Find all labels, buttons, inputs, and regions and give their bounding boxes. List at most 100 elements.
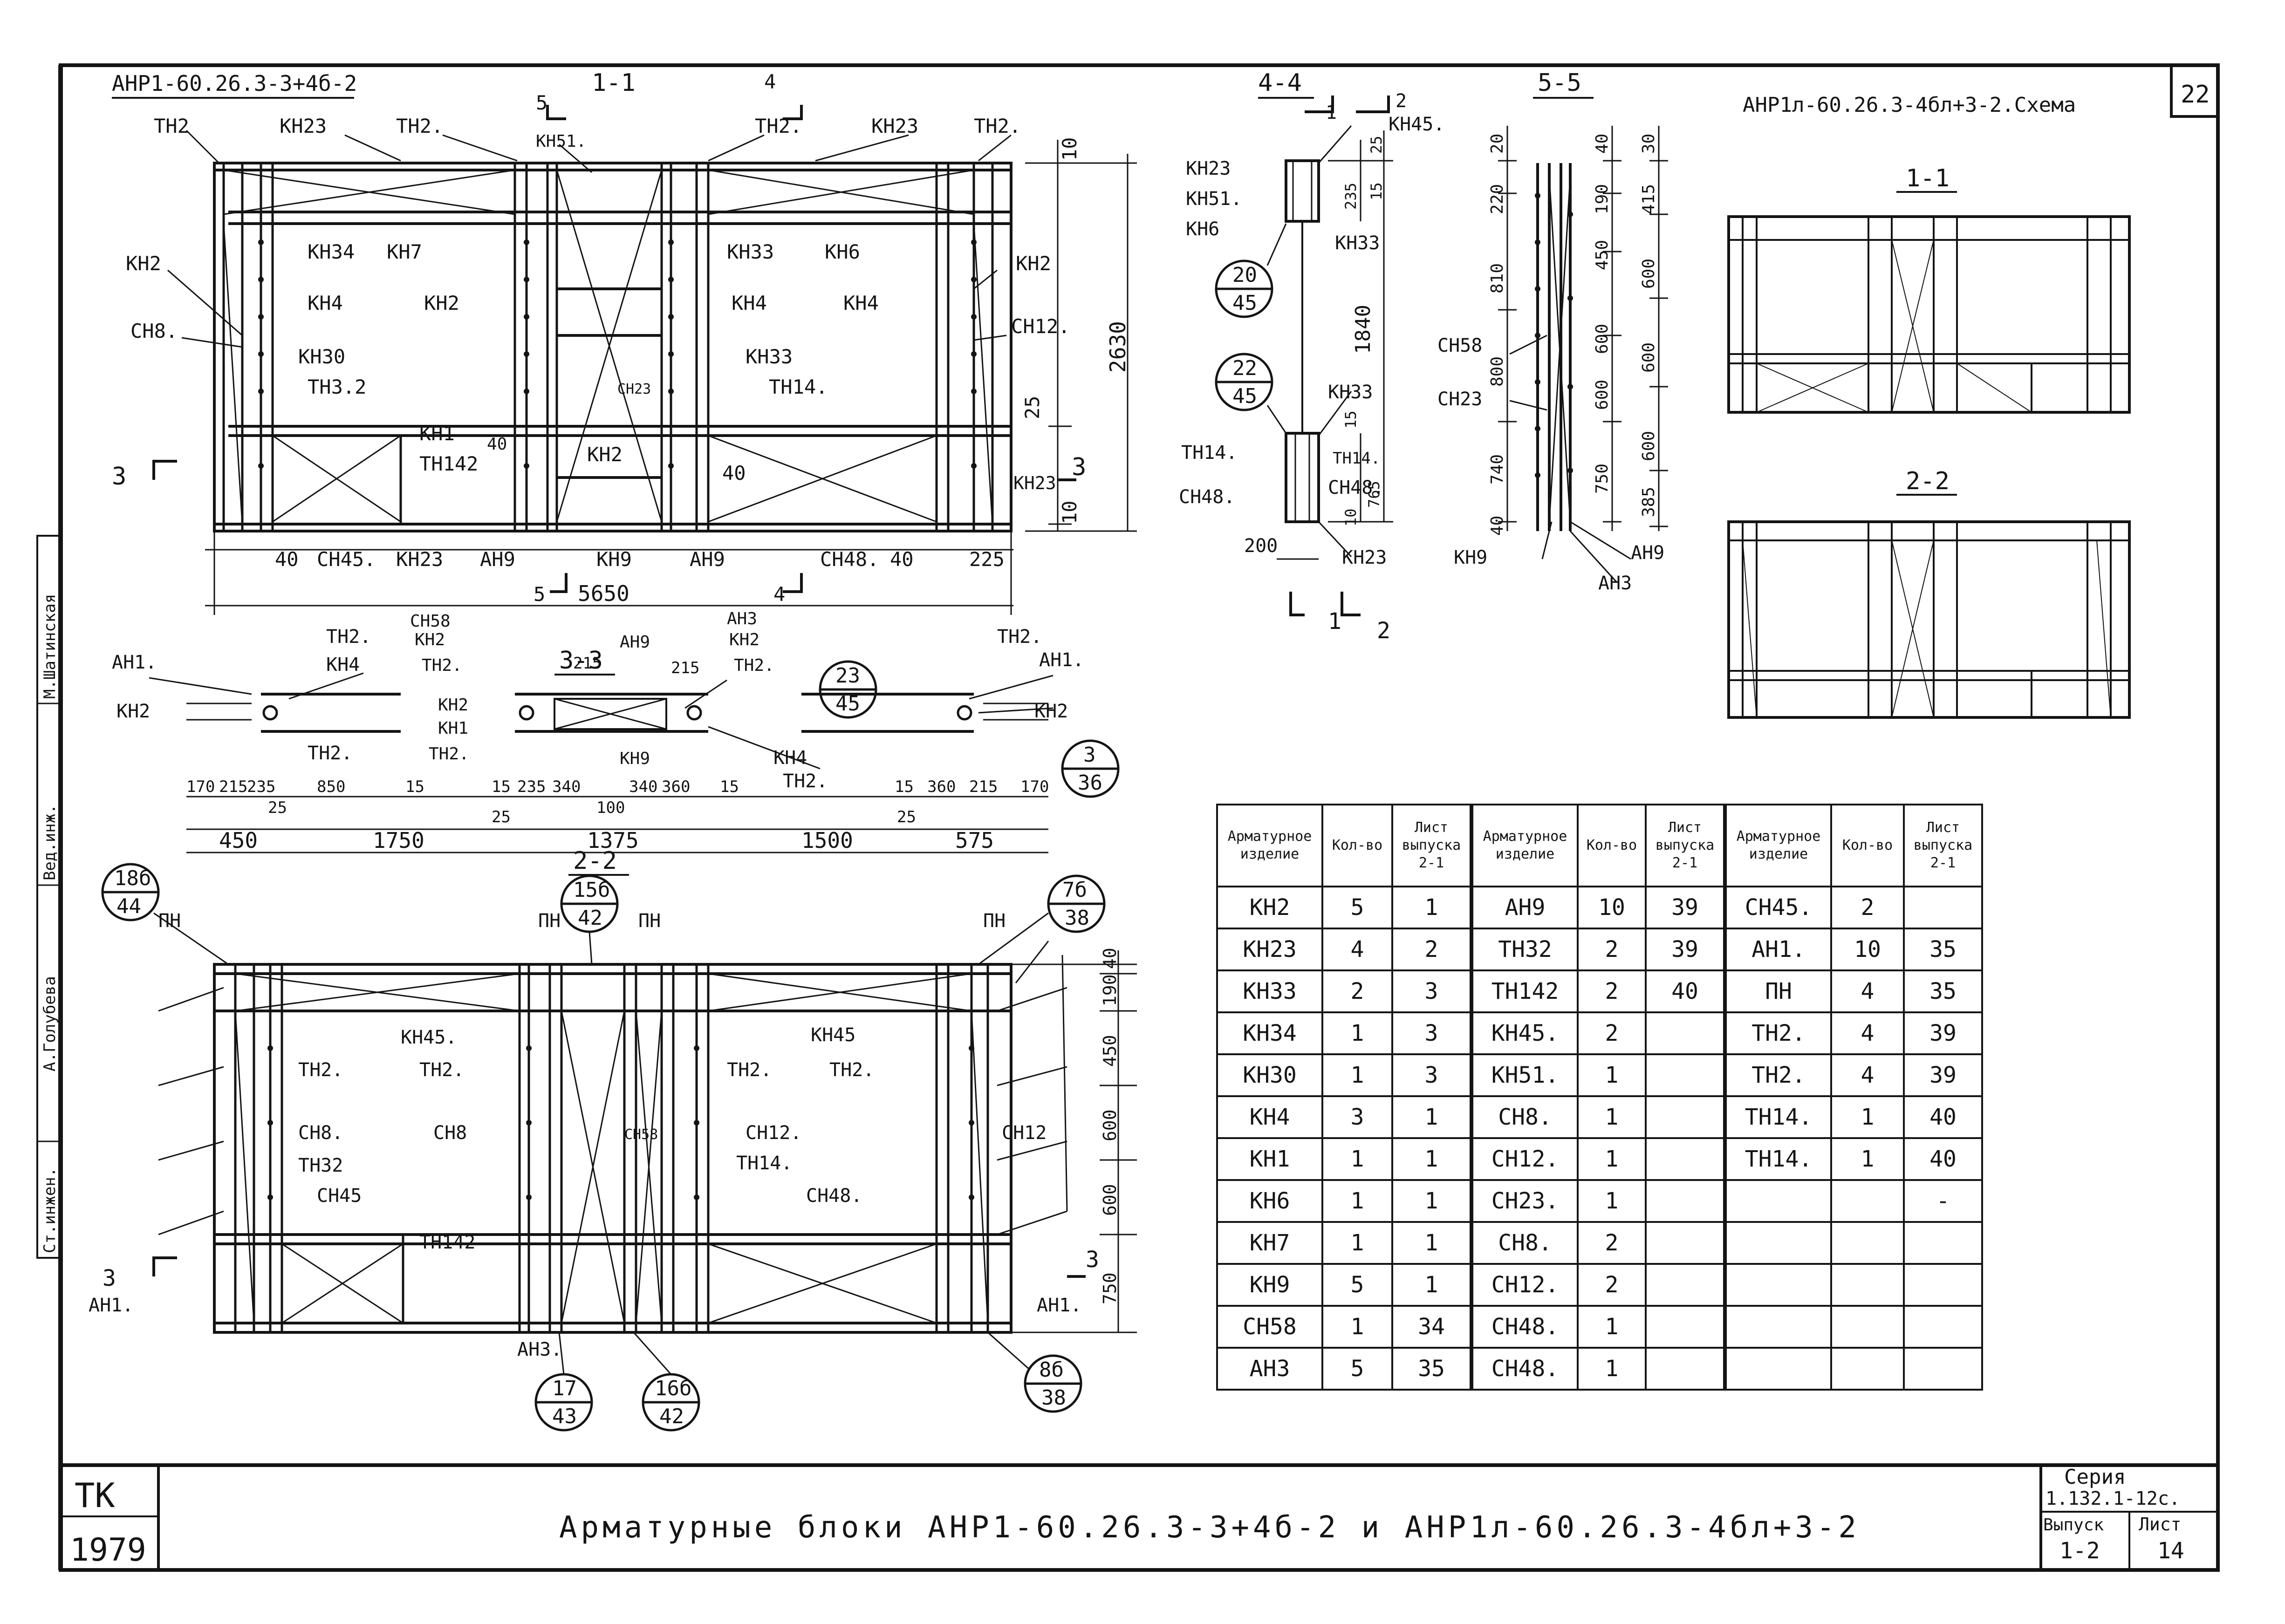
label-4-4-sn48-a: СН48. (1179, 486, 1235, 508)
table-cell: КН4 (1216, 1095, 1323, 1139)
scheme-2-2 (1727, 520, 2131, 719)
ref-18b-den: 44 (116, 894, 141, 918)
list-label: Лист (2139, 1514, 2182, 1535)
ref-20-den: 45 (1232, 291, 1257, 315)
label-3-3-tn2-rr: ТН2. (997, 626, 1042, 648)
label-2-2-tn14: ТН14. (736, 1153, 792, 1174)
dim-3-3-r1-5: 15 (492, 778, 511, 796)
table-cell: 39 (1645, 928, 1726, 971)
label-2-2-pn-d: ПН (983, 910, 1006, 932)
table-cell (1645, 1095, 1726, 1139)
label-2-2-sn8-b: СН8 (433, 1122, 467, 1144)
table-cell: 1 (1577, 1053, 1647, 1097)
dim-5-5-m0: 40 (1593, 134, 1612, 154)
label-sn23: СН23 (617, 381, 651, 397)
table-cell (1830, 1305, 1905, 1349)
spec-header-item: Арматурное изделие (1470, 804, 1579, 887)
dim-4-4-25: 25 (1368, 136, 1385, 154)
cut-mark-5-bottom: 5 (534, 583, 545, 606)
label-3-3-tn2-m: ТН2. (422, 656, 462, 675)
dim-5-5-l3: 800 (1488, 356, 1507, 387)
section-4-4-cut1-bottom: 1 (1328, 608, 1341, 635)
table-cell: КН33 (1216, 969, 1323, 1013)
spec-header-sheet: Лист выпуска 2-1 (1391, 804, 1472, 887)
label-2-2-cut3-l: 3 (103, 1265, 116, 1291)
table-cell: ПН (1723, 969, 1832, 1013)
dim-3-3-r1-12: 360 (927, 778, 956, 796)
table-cell (1723, 1263, 1832, 1307)
section-5-5-labels: 5-5 СН58 СН23 КН9 АН9 АН3 20 220 810 800… (1437, 69, 1664, 594)
table-cell (1645, 1137, 1726, 1181)
table-cell: 40 (1903, 1095, 1983, 1139)
section-4-4-labels: 4-4 1 2 1 2 КН45. КН23 КН51. КН6 КН33 КН… (1179, 69, 1444, 644)
dim-3-3-r1-8: 340 (629, 778, 657, 796)
ref-22-num: 22 (1232, 356, 1257, 380)
ref-7b-num: 7б (1062, 878, 1087, 902)
label-4-4-kn6: КН6 (1186, 218, 1219, 240)
dim-3-3-r2-2: 25 (492, 808, 511, 826)
label-4-4-kn33: КН33 (1335, 232, 1380, 254)
dim-5-5-l2: 810 (1488, 263, 1507, 293)
spec-table: Арматурное изделие Кол-во Лист выпуска 2… (1216, 804, 1983, 1391)
label-5-5-an3: АН3 (1598, 573, 1632, 594)
table-cell (1903, 1263, 1983, 1307)
label-4-4-sn48-b: СН48. (1328, 477, 1384, 498)
table-cell (1723, 1221, 1832, 1265)
label-2-2-tn142: ТН142 (419, 1232, 475, 1253)
tk-mark: ТК (75, 1476, 115, 1515)
table-cell: 39 (1903, 1053, 1983, 1097)
table-cell: КН34 (1216, 1011, 1323, 1055)
cut-mark-3-left: 3 (112, 463, 126, 491)
table-cell: СН48. (1470, 1305, 1579, 1349)
label-kn51: КН51. (536, 132, 586, 151)
label-kn23-c: КН23 (1013, 473, 1056, 493)
label-3-3-tn2-r: ТН2. (783, 771, 828, 792)
table-cell: АН3 (1216, 1347, 1323, 1391)
table-cell (1723, 1347, 1832, 1391)
dim-3-3-r2-0: 25 (268, 798, 287, 817)
table-cell: 3 (1321, 1095, 1393, 1139)
label-kn2-b: КН2 (1016, 252, 1051, 275)
dim-2-2-5: 750 (1100, 1272, 1120, 1304)
ref-23-den: 45 (835, 692, 860, 716)
dim-3-3-r3-3: 1500 (801, 828, 853, 853)
dim-5-5-r1: 415 (1639, 184, 1658, 214)
vypusk-label: Выпуск (2043, 1515, 2104, 1535)
label-4-4-kn23-b: КН23 (1342, 547, 1387, 568)
label-tn2-a: ТН2 (154, 115, 189, 137)
label-2-2-sn45: СН45 (317, 1185, 362, 1207)
label-2-2-tn2-d: ТН2. (829, 1059, 874, 1081)
dim-3-3-r1-3: 850 (317, 778, 345, 796)
year: 1979 (70, 1532, 146, 1569)
dim-3-3-r1-6: 235 (517, 778, 546, 796)
dim-3-3-r1-11: 15 (895, 778, 914, 796)
dim-4-4-765: 765 (1365, 481, 1383, 508)
table-cell: СН8. (1470, 1095, 1579, 1139)
dim-2-2-1: 190 (1100, 974, 1120, 1006)
spec-header-qty: Кол-во (1577, 804, 1647, 887)
label-3-3-tn2-l2: ТН2. (308, 743, 352, 764)
table-cell: 40 (1645, 969, 1726, 1013)
table-cell: 2 (1577, 1263, 1647, 1307)
label-2-2-tn32: ТН32 (298, 1155, 343, 1176)
label-kn4-b: КН4 (732, 292, 767, 314)
label-3-3-kn2-m3: КН2 (438, 696, 468, 715)
table-cell: 2 (1577, 969, 1647, 1013)
dim-5-5-l4: 740 (1488, 454, 1507, 484)
table-cell: 2 (1577, 928, 1647, 971)
label-2-2-pn-a: ПН (158, 910, 181, 932)
table-cell: 1 (1391, 1263, 1472, 1307)
table-cell: 3 (1391, 1053, 1472, 1097)
section-5-5 (1498, 126, 1668, 583)
label-2-2-an3: АН3. (517, 1339, 562, 1360)
table-cell: 39 (1645, 886, 1726, 929)
table-cell: 1 (1577, 1305, 1647, 1349)
dim-5-5-m3: 600 (1593, 324, 1612, 354)
table-cell: КН1 (1216, 1137, 1323, 1181)
ref-18b-num: 18б (114, 867, 151, 890)
stamp-role1: Ст.инжен. (41, 1167, 59, 1253)
ref-7b-den: 38 (1065, 906, 1089, 930)
